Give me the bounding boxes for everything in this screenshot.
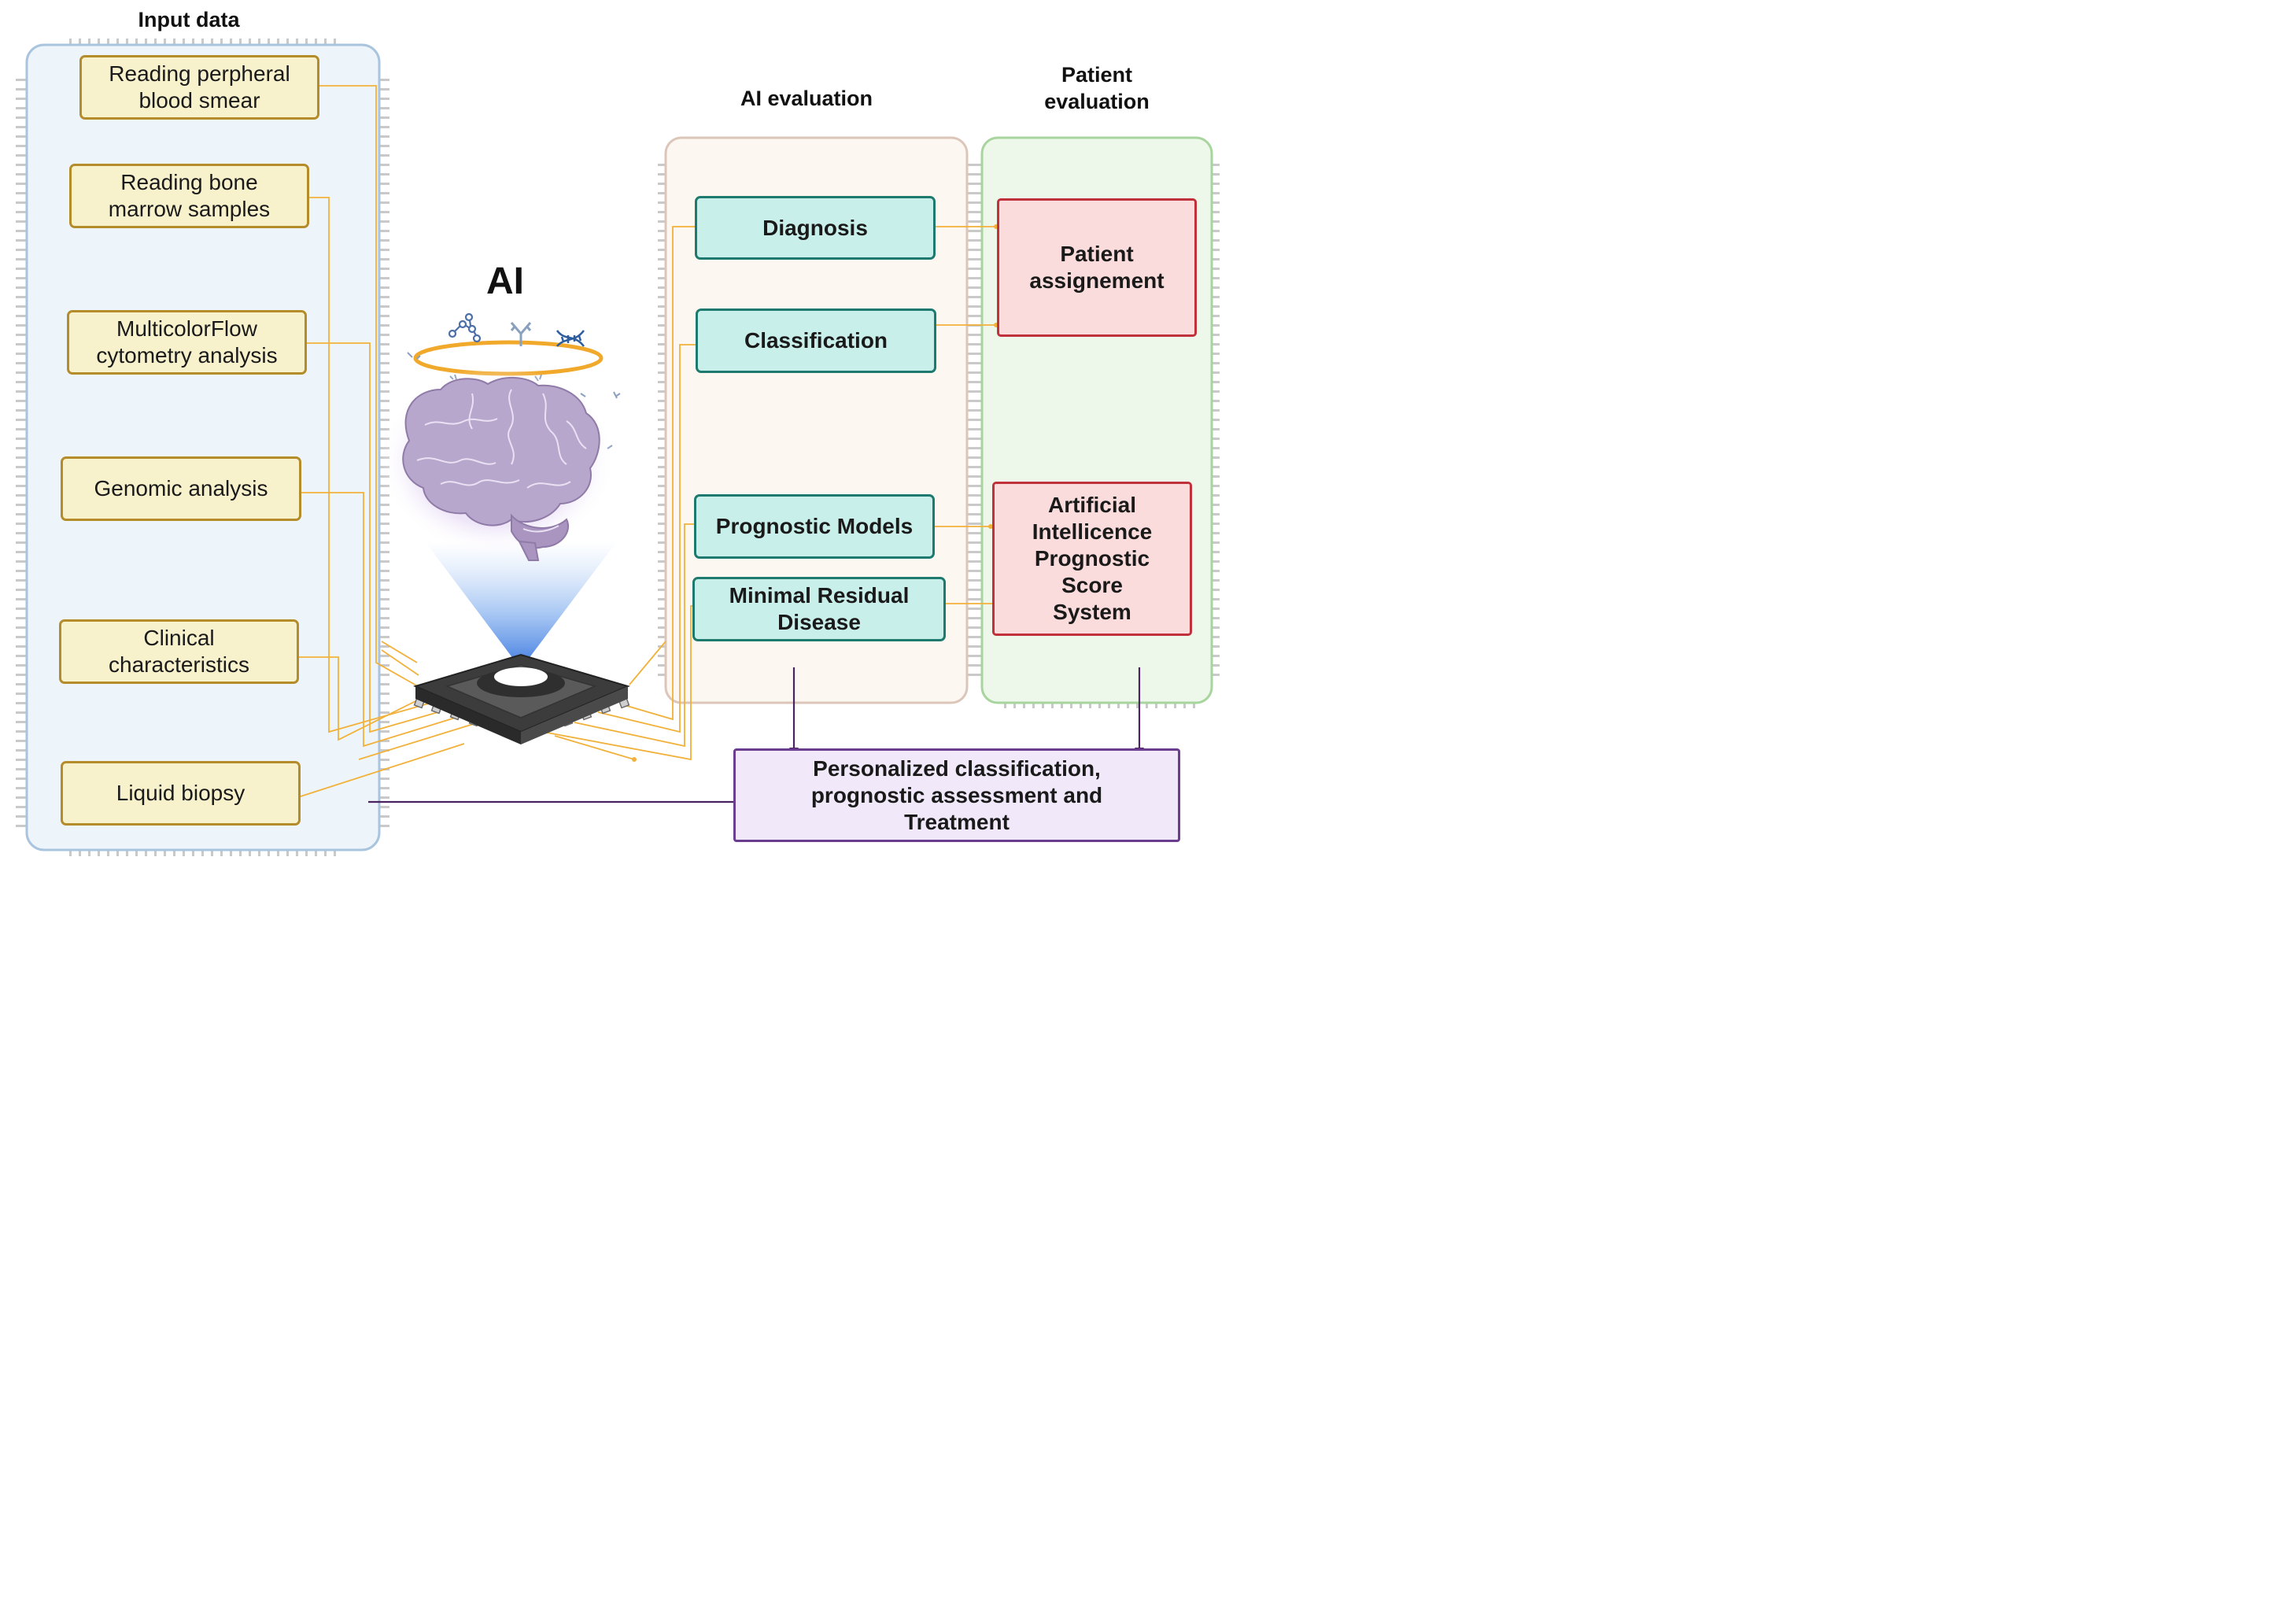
output-connectors xyxy=(542,226,696,762)
connector-flow-cytometry xyxy=(307,342,441,733)
patient-evaluation-heading: Patient evaluation xyxy=(1044,63,1150,113)
dna-icon xyxy=(556,330,585,347)
ai-illustration xyxy=(379,312,630,744)
connector-blood-smear xyxy=(319,85,424,690)
light-beam xyxy=(425,541,617,669)
connector-chip-end xyxy=(554,735,635,760)
ai-box-prognostic-models: Prognostic Models xyxy=(694,494,935,559)
ai-box-classification: Classification xyxy=(696,308,936,373)
molecule-icon xyxy=(448,312,482,343)
connector-mrd xyxy=(542,605,693,761)
ai-evaluation-heading: AI evaluation xyxy=(740,87,873,110)
microchip-icon xyxy=(413,653,630,744)
connector-classification xyxy=(597,344,696,733)
patient-box-prognostic-score: Artificial Intellicence Prognostic Score… xyxy=(992,482,1192,636)
connector-clinical xyxy=(299,656,418,741)
input-box-clinical-characteristics: Clinical characteristics xyxy=(59,619,299,684)
brain-icon xyxy=(379,366,615,561)
diagram-canvas xyxy=(16,39,1220,856)
ai-evaluation-panel xyxy=(658,136,981,704)
patient-box-assignement: Patient assignement xyxy=(997,198,1197,337)
input-connectors xyxy=(299,85,479,797)
input-box-blood-smear: Reading perpheral blood smear xyxy=(79,55,319,120)
connector-prognostic xyxy=(574,523,695,748)
input-data-panel xyxy=(16,39,389,856)
connector-panel-edge xyxy=(629,641,666,685)
connector-bone-marrow xyxy=(309,197,432,733)
input-box-liquid-biopsy: Liquid biopsy xyxy=(61,761,301,826)
connector-extra-2 xyxy=(381,641,418,663)
input-data-heading: Input data xyxy=(138,8,240,31)
connector-extra-3 xyxy=(381,649,419,676)
input-box-flow-cytometry: MulticolorFlow cytometry analysis xyxy=(67,310,307,375)
input-box-genomic-analysis: Genomic analysis xyxy=(61,456,301,521)
output-box-personalized-treatment: Personalized classification, prognostic … xyxy=(733,748,1180,842)
ai-box-diagnosis: Diagnosis xyxy=(695,196,936,260)
ai-box-minimal-residual-disease: Minimal Residual Disease xyxy=(692,577,946,641)
connector-diagnosis xyxy=(621,226,695,721)
ai-center-label: AI xyxy=(486,260,524,302)
input-box-bone-marrow: Reading bone marrow samples xyxy=(69,164,309,228)
connector-extra-1 xyxy=(358,722,479,760)
connector-liquid-biopsy xyxy=(300,743,465,797)
antibody-icon xyxy=(510,322,532,346)
connector-genomic xyxy=(301,492,461,748)
output-arrows xyxy=(368,667,1144,807)
